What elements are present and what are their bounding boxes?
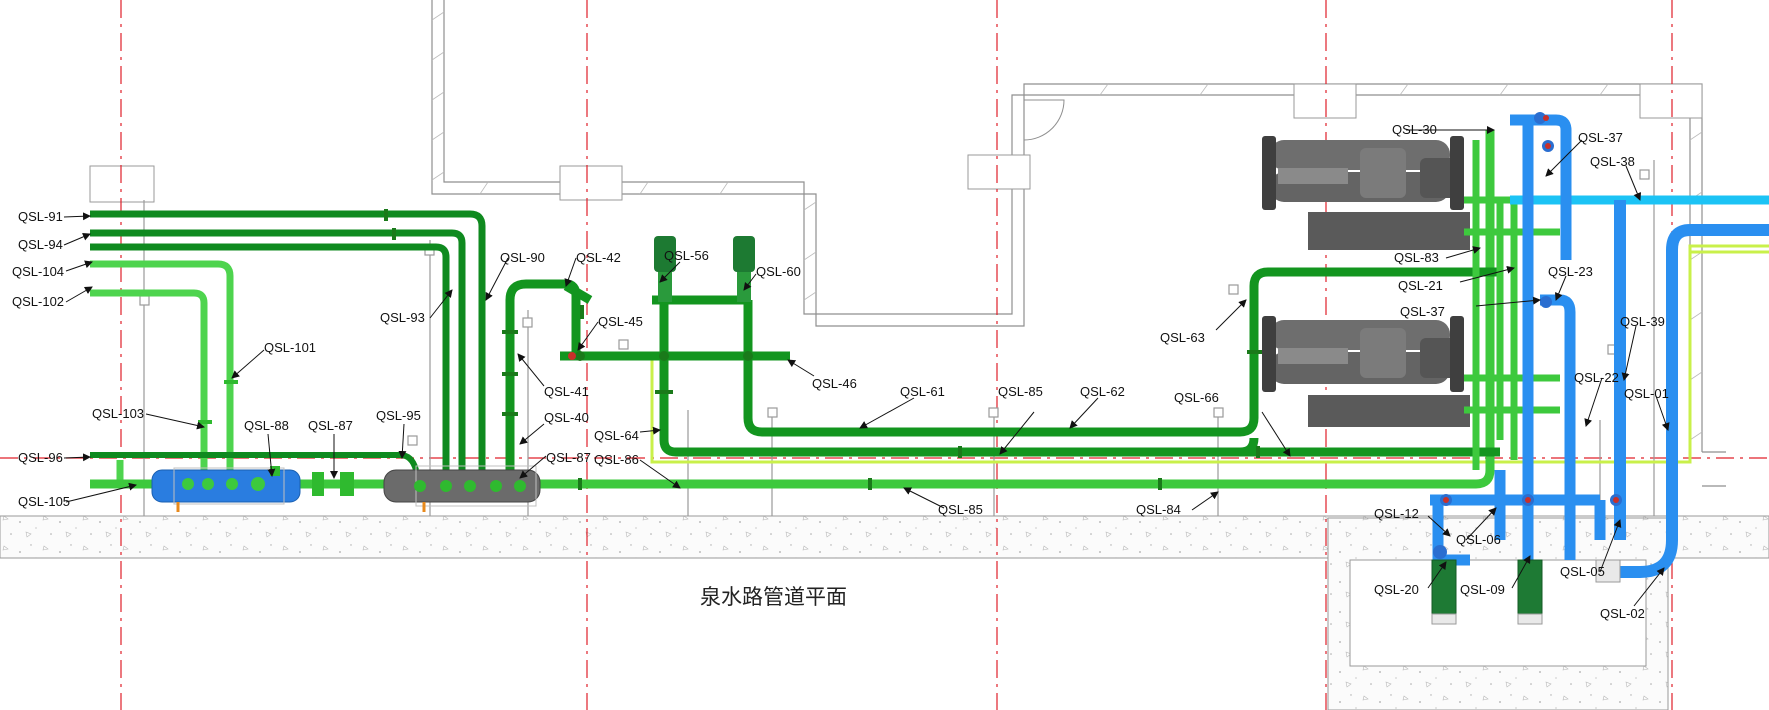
label-qsl-87-left: QSL-87 [308, 418, 353, 433]
tank-blue [151, 466, 301, 512]
label-leaders [63, 126, 1670, 607]
label-qsl-56: QSL-56 [664, 248, 709, 263]
label-qsl-61: QSL-61 [900, 384, 945, 399]
label-qsl-42: QSL-42 [576, 250, 621, 265]
label-qsl-88: QSL-88 [244, 418, 289, 433]
label-qsl-62: QSL-62 [1080, 384, 1125, 399]
label-qsl-45: QSL-45 [598, 314, 643, 329]
structural-columns [89, 83, 1703, 203]
label-qsl-06: QSL-06 [1456, 532, 1501, 547]
label-qsl-105: QSL-105 [18, 494, 70, 509]
label-qsl-85-bottom: QSL-85 [938, 502, 983, 517]
label-qsl-91: QSL-91 [18, 209, 63, 224]
label-qsl-60: QSL-60 [756, 264, 801, 279]
vertical-pump-bottom [1431, 559, 1621, 625]
label-qsl-30: QSL-30 [1392, 122, 1437, 137]
valve-markers [198, 209, 1263, 490]
label-qsl-09: QSL-09 [1460, 582, 1505, 597]
concrete-slab [0, 515, 1769, 710]
pipe-labels: QSL-91 QSL-94 QSL-104 QSL-102 QSL-101 QS… [12, 122, 1669, 621]
label-qsl-12: QSL-12 [1374, 506, 1419, 521]
label-qsl-22: QSL-22 [1574, 370, 1619, 385]
label-qsl-01: QSL-01 [1624, 386, 1669, 401]
label-qsl-83: QSL-83 [1394, 250, 1439, 265]
blue-fittings [1433, 112, 1622, 559]
label-qsl-93: QSL-93 [380, 310, 425, 325]
label-qsl-101: QSL-101 [264, 340, 316, 355]
room-walls [431, 0, 1726, 487]
label-qsl-90: QSL-90 [500, 250, 545, 265]
label-qsl-02: QSL-02 [1600, 606, 1645, 621]
label-qsl-103: QSL-103 [92, 406, 144, 421]
label-qsl-20: QSL-20 [1374, 582, 1419, 597]
label-qsl-102: QSL-102 [12, 294, 64, 309]
label-qsl-05: QSL-05 [1560, 564, 1605, 579]
label-qsl-37-bottom: QSL-37 [1400, 304, 1445, 319]
label-qsl-66: QSL-66 [1174, 390, 1219, 405]
label-qsl-104: QSL-104 [12, 264, 64, 279]
label-qsl-23: QSL-23 [1548, 264, 1593, 279]
label-qsl-94: QSL-94 [18, 237, 63, 252]
drawing-title: 泉水路管道平面 [700, 585, 847, 609]
label-qsl-87-right: QSL-87 [546, 450, 591, 465]
pipe-qsl-01-02 [1610, 200, 1769, 578]
vertical-pump-qsl-56 [654, 236, 755, 302]
chiller-unit-top [1262, 136, 1470, 250]
pipe-qsl-91-94 [90, 210, 486, 484]
label-qsl-84: QSL-84 [1136, 502, 1181, 517]
label-qsl-96: QSL-96 [18, 450, 63, 465]
label-qsl-85-top: QSL-85 [998, 384, 1043, 399]
pipe-qsl-104-102 [90, 260, 234, 480]
label-qsl-63: QSL-63 [1160, 330, 1205, 345]
label-qsl-37-top: QSL-37 [1578, 130, 1623, 145]
pipe-qsl-90 [505, 279, 593, 484]
label-qsl-46: QSL-46 [812, 376, 857, 391]
pipe-qsl-84 [90, 130, 1495, 489]
label-qsl-64: QSL-64 [594, 428, 639, 443]
chiller-unit-bottom [1262, 316, 1470, 427]
pipe-qsl-86 [650, 244, 1769, 464]
label-qsl-86: QSL-86 [594, 452, 639, 467]
label-qsl-38: QSL-38 [1590, 154, 1635, 169]
label-qsl-21: QSL-21 [1398, 278, 1443, 293]
tank-gray [312, 465, 541, 512]
label-qsl-41: QSL-41 [544, 384, 589, 399]
label-qsl-39: QSL-39 [1620, 314, 1665, 329]
label-qsl-40: QSL-40 [544, 410, 589, 425]
label-qsl-95: QSL-95 [376, 408, 421, 423]
